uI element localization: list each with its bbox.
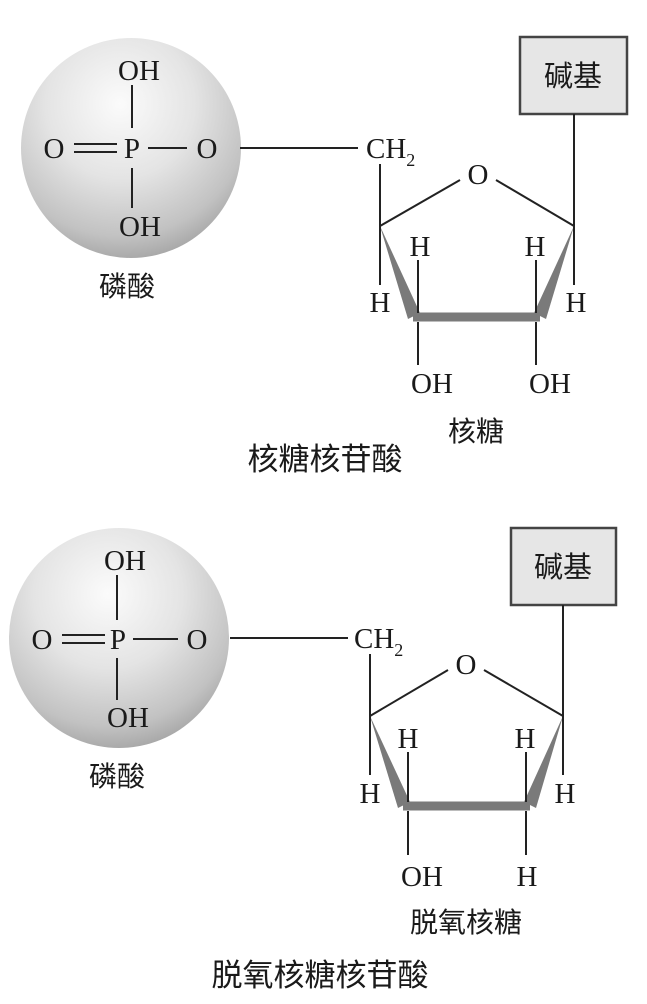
phosphate-p: P bbox=[110, 624, 126, 656]
h-lower-right: H bbox=[555, 778, 576, 810]
phosphate-o-left: O bbox=[44, 133, 65, 165]
h-right-bottom: H bbox=[517, 861, 538, 893]
c1-c2-wedge bbox=[524, 716, 563, 808]
phosphate-caption: 磷酸 bbox=[89, 760, 145, 793]
phosphate-group: OH O P O OH 磷酸 bbox=[9, 528, 229, 793]
h-upper-left: H bbox=[410, 231, 431, 263]
ring-oxygen: O bbox=[468, 159, 489, 191]
oh-left: OH bbox=[401, 861, 443, 893]
sugar-caption: 核糖 bbox=[448, 415, 504, 448]
phosphate-caption: 磷酸 bbox=[99, 270, 155, 303]
deoxyribonucleotide-structure: OH O P O OH 磷酸 CH2 O H H H H bbox=[9, 526, 618, 994]
ribonucleotide-structure: OH O P O OH 磷酸 CH2 O H H H bbox=[21, 35, 629, 478]
h-upper-left: H bbox=[398, 723, 419, 755]
oh-right: OH bbox=[529, 368, 571, 400]
sugar-caption: 脱氧核糖 bbox=[410, 906, 522, 939]
o-c1-bond bbox=[495, 179, 575, 227]
ch2-label: CH2 bbox=[366, 133, 415, 170]
phosphate-sphere bbox=[21, 38, 241, 258]
c4-o-bond bbox=[379, 179, 461, 227]
ring-oxygen: O bbox=[456, 649, 477, 681]
h-lower-left: H bbox=[370, 287, 391, 319]
nitrogenous-base: 碱基 bbox=[518, 35, 629, 226]
deoxyribonucleotide-title: 脱氧核糖核苷酸 bbox=[212, 958, 429, 994]
nitrogenous-base: 碱基 bbox=[509, 526, 618, 716]
phosphate-o-right: O bbox=[187, 624, 208, 656]
h-lower-right: H bbox=[566, 287, 587, 319]
c4-o-bond bbox=[369, 669, 449, 717]
phosphate-oh-bottom: OH bbox=[107, 702, 149, 734]
h-upper-right: H bbox=[515, 723, 536, 755]
phosphate-o-right: O bbox=[197, 133, 218, 165]
base-label: 碱基 bbox=[544, 59, 602, 93]
deoxyribose-sugar: CH2 O H H H H OH H 脱氧核糖 bbox=[354, 623, 576, 939]
ribose-sugar: CH2 O H H H H OH OH 核糖 bbox=[366, 133, 587, 448]
phosphate-oh-top: OH bbox=[104, 545, 146, 577]
c1-c2-wedge bbox=[534, 226, 574, 319]
c4-c3-wedge bbox=[370, 716, 410, 808]
phosphate-sphere bbox=[9, 528, 229, 748]
ribonucleotide-title: 核糖核苷酸 bbox=[248, 442, 403, 478]
oh-left: OH bbox=[411, 368, 453, 400]
base-label: 碱基 bbox=[534, 550, 592, 584]
phosphate-group: OH O P O OH 磷酸 bbox=[21, 38, 241, 303]
phosphate-o-left: O bbox=[32, 624, 53, 656]
ch2-label: CH2 bbox=[354, 623, 403, 660]
c4-c3-wedge bbox=[380, 226, 420, 319]
phosphate-p: P bbox=[124, 133, 140, 165]
h-lower-left: H bbox=[360, 778, 381, 810]
phosphate-oh-bottom: OH bbox=[119, 211, 161, 243]
h-upper-right: H bbox=[525, 231, 546, 263]
o-c1-bond bbox=[483, 669, 564, 717]
phosphate-oh-top: OH bbox=[118, 55, 160, 87]
